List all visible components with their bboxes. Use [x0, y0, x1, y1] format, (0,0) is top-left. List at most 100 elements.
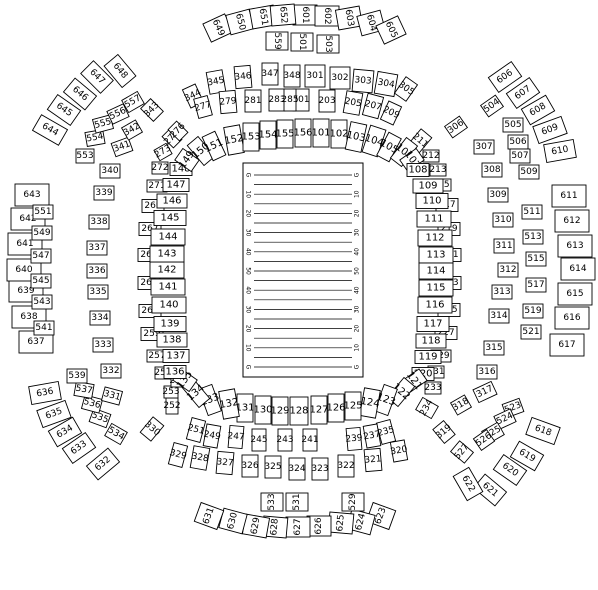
section-140[interactable]: 140: [151, 296, 187, 314]
section-110[interactable]: 110: [415, 193, 449, 209]
section-330[interactable]: 330: [139, 416, 165, 443]
section-605[interactable]: 605: [375, 15, 407, 45]
section-303[interactable]: 303: [351, 68, 375, 94]
section-554[interactable]: 554: [84, 129, 106, 147]
section-636[interactable]: 636: [28, 381, 62, 405]
section-102[interactable]: 102: [329, 119, 349, 149]
section-337[interactable]: 337: [86, 240, 108, 256]
section-630[interactable]: 630: [218, 507, 248, 535]
section-321[interactable]: 321: [363, 447, 383, 473]
section-127[interactable]: 127: [309, 395, 329, 425]
section-207[interactable]: 207: [361, 92, 385, 120]
section-527[interactable]: 527: [449, 440, 475, 465]
section-613[interactable]: 613: [557, 234, 593, 258]
section-276[interactable]: 276: [166, 119, 190, 143]
section-329[interactable]: 329: [167, 442, 190, 468]
section-348[interactable]: 348: [283, 64, 301, 88]
section-152[interactable]: 152: [222, 124, 246, 156]
section-625[interactable]: 625: [327, 511, 355, 535]
section-644[interactable]: 644: [31, 114, 69, 146]
section-154[interactable]: 154: [258, 120, 278, 150]
section-529[interactable]: 529: [341, 492, 365, 512]
section-139[interactable]: 139: [153, 316, 187, 332]
section-156[interactable]: 156: [293, 118, 313, 148]
section-346[interactable]: 346: [233, 64, 253, 90]
section-547[interactable]: 547: [30, 248, 52, 264]
section-634[interactable]: 634: [47, 416, 83, 448]
section-316[interactable]: 316: [476, 364, 498, 380]
section-343[interactable]: 343: [140, 98, 165, 123]
section-315[interactable]: 315: [483, 340, 505, 356]
section-111[interactable]: 111: [416, 210, 452, 228]
section-234[interactable]: 234: [415, 396, 439, 420]
section-334[interactable]: 334: [89, 310, 111, 326]
section-143[interactable]: 143: [149, 245, 185, 263]
section-323[interactable]: 323: [311, 457, 329, 481]
section-306[interactable]: 306: [443, 115, 469, 139]
section-506[interactable]: 506: [507, 134, 529, 150]
section-149[interactable]: 149: [173, 146, 200, 173]
section-132[interactable]: 132: [217, 388, 241, 420]
section-505[interactable]: 505: [502, 117, 524, 133]
section-146[interactable]: 146: [156, 193, 188, 209]
section-608[interactable]: 608: [520, 94, 556, 126]
section-555[interactable]: 555: [91, 114, 115, 134]
section-125[interactable]: 125: [343, 391, 363, 421]
section-648[interactable]: 648: [103, 53, 137, 89]
section-142[interactable]: 142: [149, 261, 185, 279]
section-340[interactable]: 340: [99, 163, 121, 179]
section-304[interactable]: 304: [373, 70, 399, 98]
section-281[interactable]: 281: [244, 89, 262, 113]
section-233[interactable]: 233: [424, 381, 442, 395]
section-319[interactable]: 319: [432, 419, 457, 445]
section-320[interactable]: 320: [389, 439, 410, 463]
section-603[interactable]: 603: [334, 5, 364, 31]
section-557[interactable]: 557: [121, 90, 145, 114]
section-141[interactable]: 141: [150, 278, 186, 296]
section-237[interactable]: 237: [362, 423, 383, 449]
section-541[interactable]: 541: [33, 320, 55, 336]
section-626[interactable]: 626: [306, 515, 332, 537]
section-243[interactable]: 243: [276, 428, 294, 452]
section-635[interactable]: 635: [36, 399, 72, 429]
section-327[interactable]: 327: [215, 450, 235, 476]
section-325[interactable]: 325: [264, 455, 282, 479]
section-305[interactable]: 305: [393, 76, 419, 102]
section-517[interactable]: 517: [525, 277, 547, 293]
section-317[interactable]: 317: [472, 380, 498, 404]
section-610[interactable]: 610: [543, 139, 577, 163]
section-308[interactable]: 308: [481, 162, 503, 178]
section-272[interactable]: 272: [151, 161, 169, 175]
section-314[interactable]: 314: [488, 308, 510, 324]
section-629[interactable]: 629: [241, 513, 271, 539]
section-331[interactable]: 331: [100, 386, 124, 406]
section-118[interactable]: 118: [415, 333, 447, 349]
section-108[interactable]: 108: [406, 163, 430, 177]
section-556[interactable]: 556: [106, 103, 130, 125]
section-553[interactable]: 553: [75, 148, 95, 164]
section-503[interactable]: 503: [316, 34, 340, 54]
section-619[interactable]: 619: [509, 440, 545, 472]
section-551[interactable]: 551: [32, 204, 54, 220]
section-649[interactable]: 649: [202, 13, 234, 43]
section-652[interactable]: 652: [269, 3, 297, 27]
section-620[interactable]: 620: [492, 453, 528, 487]
section-531[interactable]: 531: [285, 492, 309, 512]
section-622[interactable]: 622: [452, 466, 484, 502]
section-338[interactable]: 338: [88, 214, 110, 230]
section-601[interactable]: 601: [292, 4, 318, 26]
section-113[interactable]: 113: [418, 246, 454, 264]
section-153[interactable]: 153: [241, 122, 261, 152]
section-645[interactable]: 645: [46, 93, 82, 127]
section-559[interactable]: 559: [265, 31, 289, 51]
section-128[interactable]: 128: [289, 396, 309, 426]
section-114[interactable]: 114: [418, 262, 454, 280]
section-109[interactable]: 109: [412, 178, 444, 194]
section-543[interactable]: 543: [31, 294, 53, 310]
section-515[interactable]: 515: [525, 251, 547, 267]
section-301[interactable]: 301: [304, 64, 326, 88]
section-533[interactable]: 533: [260, 492, 284, 512]
section-507[interactable]: 507: [509, 148, 531, 164]
section-612[interactable]: 612: [554, 209, 590, 233]
section-519[interactable]: 519: [522, 303, 544, 319]
